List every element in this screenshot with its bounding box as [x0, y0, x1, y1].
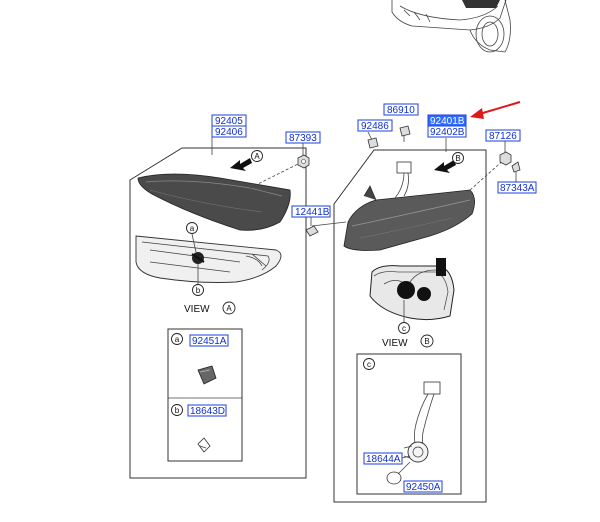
- svg-text:92401B: 92401B: [430, 116, 465, 127]
- label-92450a[interactable]: 92450A: [403, 480, 443, 493]
- svg-text:18644A: 18644A: [366, 454, 401, 465]
- rear-lamp-inner-right: [343, 185, 475, 251]
- svg-text:87393: 87393: [289, 133, 317, 144]
- detail-box-ab: [167, 328, 243, 462]
- label-18643d[interactable]: 18643D: [187, 404, 227, 417]
- label-92486[interactable]: 92486: [357, 119, 393, 132]
- view-a-lamp-drawing: [135, 233, 282, 284]
- label-92402b[interactable]: 92402B: [427, 125, 467, 138]
- svg-text:86910: 86910: [387, 105, 415, 116]
- socket-wiring-18644a-icon: [403, 381, 441, 463]
- frame-left: [129, 147, 307, 479]
- label-12441b[interactable]: 12441B: [291, 205, 331, 218]
- svg-text:92402B: 92402B: [430, 127, 465, 138]
- callout-c-detail: c: [367, 360, 371, 369]
- vehicle-rear-sketch: [391, 0, 511, 53]
- nut-87126-icon: [499, 151, 512, 166]
- svg-text:12441B: 12441B: [295, 207, 330, 218]
- bolt-12441b-icon: [305, 225, 319, 237]
- view-b-text: VIEW: [382, 338, 408, 349]
- grommet-icon: [399, 125, 411, 137]
- view-a-text: VIEW: [184, 304, 210, 315]
- svg-text:87343A: 87343A: [500, 183, 535, 194]
- label-87393[interactable]: 87393: [285, 131, 321, 144]
- view-b-lamp-back-drawing: [369, 258, 455, 321]
- svg-text:87126: 87126: [489, 131, 517, 142]
- bulb-92450a-icon: [386, 461, 411, 485]
- label-87343a[interactable]: 87343A: [497, 181, 537, 194]
- nut-87393-icon: [297, 154, 310, 169]
- screw-87343a-icon: [511, 161, 521, 173]
- svg-text:92451A: 92451A: [192, 336, 227, 347]
- label-18644a[interactable]: 18644A: [363, 452, 403, 465]
- svg-text:18643D: 18643D: [190, 406, 225, 417]
- callout-a-detail: a: [175, 335, 180, 344]
- rear-lamp-outer-left: [137, 173, 291, 231]
- callout-a-left: a: [190, 224, 195, 233]
- view-arrow-a: A: [230, 150, 263, 171]
- callout-B-top: B: [455, 154, 460, 163]
- svg-text:92486: 92486: [361, 121, 389, 132]
- svg-text:92450A: 92450A: [406, 482, 441, 493]
- callout-c-view: c: [402, 324, 406, 333]
- svg-text:92406: 92406: [215, 127, 243, 138]
- callout-b-left: b: [196, 286, 201, 295]
- label-92405[interactable]: 92405: [211, 114, 247, 127]
- svg-text:92405: 92405: [215, 116, 243, 127]
- view-a-letter: A: [226, 304, 232, 313]
- label-86910[interactable]: 86910: [383, 103, 419, 116]
- label-92406[interactable]: 92406: [211, 125, 247, 138]
- callout-b-detail: b: [175, 406, 180, 415]
- bulb-18643d-icon: [197, 437, 211, 453]
- label-87126[interactable]: 87126: [485, 129, 521, 142]
- socket-92451a-icon: [197, 365, 217, 385]
- frame-right: [333, 149, 487, 503]
- callout-A-top: A: [254, 152, 260, 161]
- view-arrow-b: B: [434, 152, 464, 173]
- detail-box-c: [356, 353, 462, 495]
- clip-92486-icon: [367, 137, 379, 149]
- view-b-letter: B: [424, 337, 429, 346]
- label-92401b-highlighted[interactable]: 92401B: [427, 114, 467, 127]
- label-92451a[interactable]: 92451A: [189, 334, 229, 347]
- red-pointer-arrow-icon: [470, 101, 521, 119]
